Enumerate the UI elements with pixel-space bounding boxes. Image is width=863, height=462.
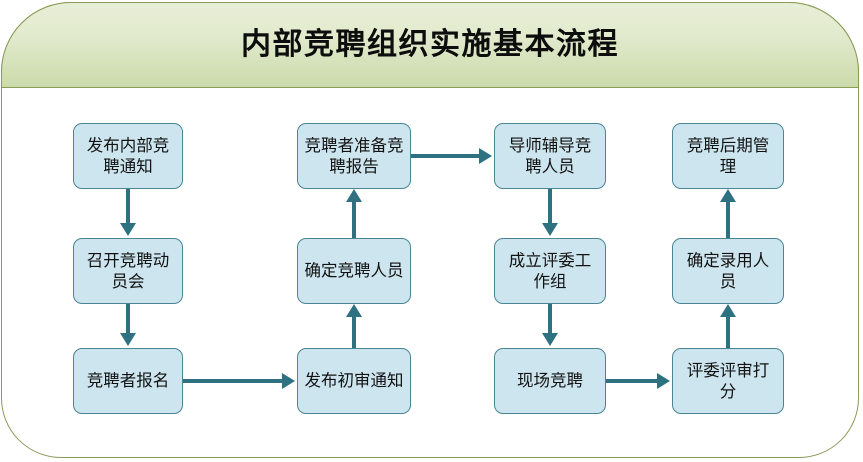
edge-onsite-competition-to-panel-scoring	[606, 368, 672, 394]
flow-node-label: 现场竞聘	[517, 371, 583, 391]
flow-node-label: 竞聘者报名	[86, 371, 170, 391]
edge-prepare-report-to-mentor-coaching	[411, 143, 494, 169]
arrow-right-icon	[657, 373, 670, 389]
flow-node-establish-panel[interactable]: 成立评委工作组	[494, 238, 606, 304]
arrow-right-icon	[479, 148, 492, 164]
arrow-down-icon	[120, 223, 136, 236]
edge-panel-scoring-to-confirm-hires	[672, 304, 784, 348]
flow-node-post-competition-management[interactable]: 竞聘后期管理	[672, 123, 784, 189]
arrow-down-icon	[542, 223, 558, 236]
flow-node-confirm-hires[interactable]: 确定录用人员	[672, 238, 784, 304]
edge-publish-notice-to-mobilization	[73, 189, 183, 238]
edge-shaft	[411, 154, 482, 158]
page-title: 内部竞聘组织实施基本流程	[241, 28, 619, 61]
edge-shaft	[126, 189, 130, 227]
flow-node-label: 评委评审打分	[686, 360, 770, 401]
edge-registration-to-prescreen-notice	[183, 368, 297, 394]
flow-node-publish-notice[interactable]: 发布内部竞聘通知	[73, 123, 183, 189]
flow-node-label: 召开竞聘动员会	[86, 250, 170, 291]
edge-shaft	[548, 189, 552, 227]
arrow-up-icon	[346, 189, 362, 202]
edge-prescreen-notice-to-confirm-candidates	[297, 304, 411, 348]
edge-mentor-coaching-to-establish-panel	[494, 189, 606, 238]
edge-shaft	[352, 315, 356, 348]
edge-shaft	[548, 304, 552, 337]
flow-node-publish-prescreen-notice[interactable]: 发布初审通知	[297, 348, 411, 414]
edge-establish-panel-to-onsite-competition	[494, 304, 606, 348]
flow-node-label: 发布内部竞聘通知	[86, 135, 170, 176]
edge-shaft	[352, 200, 356, 238]
edge-confirm-candidates-to-prepare-report	[297, 189, 411, 238]
flow-node-panel-scoring[interactable]: 评委评审打分	[672, 348, 784, 414]
flow-node-label: 发布初审通知	[304, 371, 404, 391]
flow-node-confirm-candidates[interactable]: 确定竞聘人员	[297, 238, 411, 304]
edge-shaft	[606, 379, 660, 383]
flow-node-label: 确定录用人员	[686, 250, 770, 291]
edge-shaft	[183, 379, 285, 383]
arrow-up-icon	[720, 189, 736, 202]
flow-node-label: 成立评委工作组	[508, 250, 592, 291]
flow-node-label: 竞聘后期管理	[686, 135, 770, 176]
edge-confirm-hires-to-post-management	[672, 189, 784, 238]
flow-node-label: 确定竞聘人员	[304, 261, 404, 281]
flow-node-label: 导师辅导竞聘人员	[508, 135, 592, 176]
flow-node-mentor-coaching[interactable]: 导师辅导竞聘人员	[494, 123, 606, 189]
flow-node-mobilization-meeting[interactable]: 召开竞聘动员会	[73, 238, 183, 304]
arrow-up-icon	[720, 304, 736, 317]
edge-shaft	[726, 315, 730, 348]
flow-node-candidate-registration[interactable]: 竞聘者报名	[73, 348, 183, 414]
flow-node-prepare-report[interactable]: 竞聘者准备竞聘报告	[297, 123, 411, 189]
edge-mobilization-to-registration	[73, 304, 183, 348]
arrow-down-icon	[120, 333, 136, 346]
title-banner: 内部竞聘组织实施基本流程	[1, 2, 859, 88]
arrow-down-icon	[542, 333, 558, 346]
edge-shaft	[726, 200, 730, 238]
edge-shaft	[126, 304, 130, 337]
arrow-up-icon	[346, 304, 362, 317]
flow-node-label: 竞聘者准备竞聘报告	[304, 135, 404, 176]
flow-node-onsite-competition[interactable]: 现场竞聘	[494, 348, 606, 414]
arrow-right-icon	[282, 373, 295, 389]
